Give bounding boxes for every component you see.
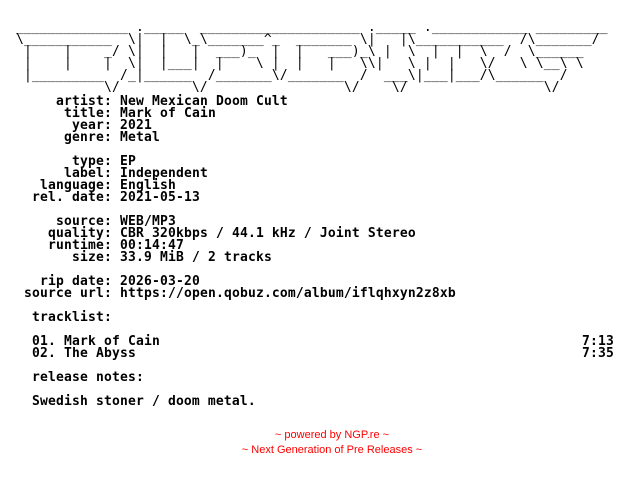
info-label: source: [56, 214, 112, 229]
info-label: language: [40, 178, 112, 193]
info-label: size: [72, 250, 112, 265]
info-label: rip date: [40, 274, 112, 289]
info-label: runtime: [48, 238, 112, 253]
info-label: title: [64, 106, 112, 121]
info-value: Metal [120, 130, 160, 145]
track-row: 02. The Abyss 7:35 [0, 346, 632, 361]
footer-tagline: ~ Next Generation of Pre Releases ~ [241, 444, 423, 456]
track-title: 02. The Abyss [32, 346, 136, 361]
info-value: EP [120, 154, 136, 169]
release-notes-heading: release notes: [32, 370, 144, 385]
info-source-url: source url: https://open.qobuz.com/album/… [0, 286, 632, 301]
info-size: size: 33.9 MiB / 2 tracks [0, 250, 632, 265]
track-time: 7:35 [582, 346, 614, 361]
info-label: genre: [64, 130, 112, 145]
info-label: label: [64, 166, 112, 181]
info-genre: genre: Metal [0, 130, 632, 145]
track-title: 01. Mark of Cain [32, 334, 160, 349]
info-value: 2021 [120, 118, 152, 133]
info-artist: artist: New Mexican Doom Cult [0, 94, 632, 109]
info-label: artist: [56, 94, 112, 109]
info-year: year: 2021 [0, 118, 632, 133]
logo-line: | | | \| |___| | \ | | | \\| \ | | \/ \ … [0, 56, 600, 71]
info-title: title: Mark of Cain [0, 106, 632, 121]
logo-line: |_________ /_|______ /_______\/_______ /… [0, 68, 584, 83]
footer-powered-by: ~ powered by NGP.re ~ [274, 429, 390, 441]
tracklist-heading: tracklist: [32, 310, 112, 325]
ascii-logo: ______________ ._____ __________________… [0, 10, 632, 106]
info-value: Independent [120, 166, 208, 181]
release-notes-text: Swedish stoner / doom metal. [32, 394, 256, 409]
info-value: 2021-05-13 [120, 190, 200, 205]
info-label-row: label: Independent [0, 166, 632, 181]
track-row: 01. Mark of Cain 7:13 [0, 334, 632, 349]
source-url-link[interactable]: https://open.qobuz.com/album/iflqhxyn2z8… [120, 286, 456, 301]
info-rel-date: rel. date: 2021-05-13 [0, 190, 632, 205]
info-source: source: WEB/MP3 [0, 214, 632, 229]
logo-line: | | _/ \| | | ___)_ | | ___)_\ | \ | | \… [0, 44, 608, 59]
logo-line: ______________ ._____ __________________… [0, 20, 616, 35]
notes-text-row: Swedish stoner / doom metal. [0, 394, 632, 409]
info-value: Mark of Cain [120, 106, 216, 121]
info-value: New Mexican Doom Cult [120, 94, 288, 109]
info-quality: quality: CBR 320kbps / 44.1 kHz / Joint S… [0, 226, 632, 241]
info-language: language: English [0, 178, 632, 193]
notes-heading-row: release notes: [0, 370, 632, 385]
info-label: year: [72, 118, 112, 133]
info-rip-date: rip date: 2026-03-20 [0, 274, 632, 289]
info-runtime: runtime: 00:14:47 [0, 238, 632, 253]
info-label: type: [72, 154, 112, 169]
logo-line: \/ \/ \/ \/ \/ [0, 80, 592, 95]
logo-line: \___________ \| | \_\_______^_ _______ \… [0, 32, 608, 47]
info-type: type: EP [0, 154, 632, 169]
info-label: quality: [48, 226, 112, 241]
info-value: English [120, 178, 176, 193]
info-value: WEB/MP3 [120, 214, 176, 229]
info-value: 33.9 MiB / 2 tracks [120, 250, 272, 265]
info-label: rel. date: [32, 190, 112, 205]
info-value: CBR 320kbps / 44.1 kHz / Joint Stereo [120, 226, 416, 241]
info-value: 00:14:47 [120, 238, 184, 253]
track-time: 7:13 [582, 334, 614, 349]
info-value: 2026-03-20 [120, 274, 200, 289]
info-label: source url: [24, 286, 112, 301]
tracklist-heading-row: tracklist: [0, 310, 632, 325]
